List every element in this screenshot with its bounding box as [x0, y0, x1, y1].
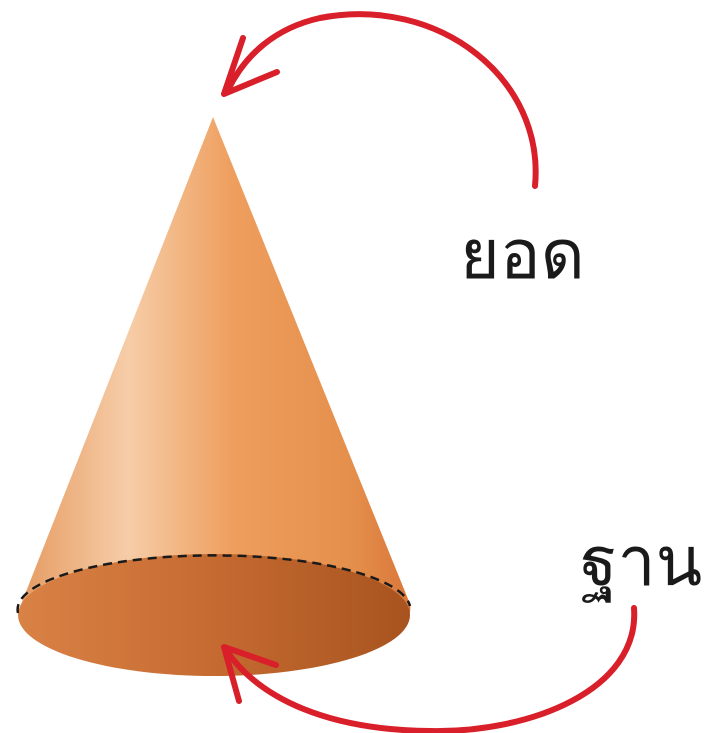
apex-arrow [228, 14, 536, 186]
base-label: ฐาน [580, 523, 702, 603]
apex-label: ยอด [460, 216, 585, 295]
cone-base [18, 554, 410, 676]
